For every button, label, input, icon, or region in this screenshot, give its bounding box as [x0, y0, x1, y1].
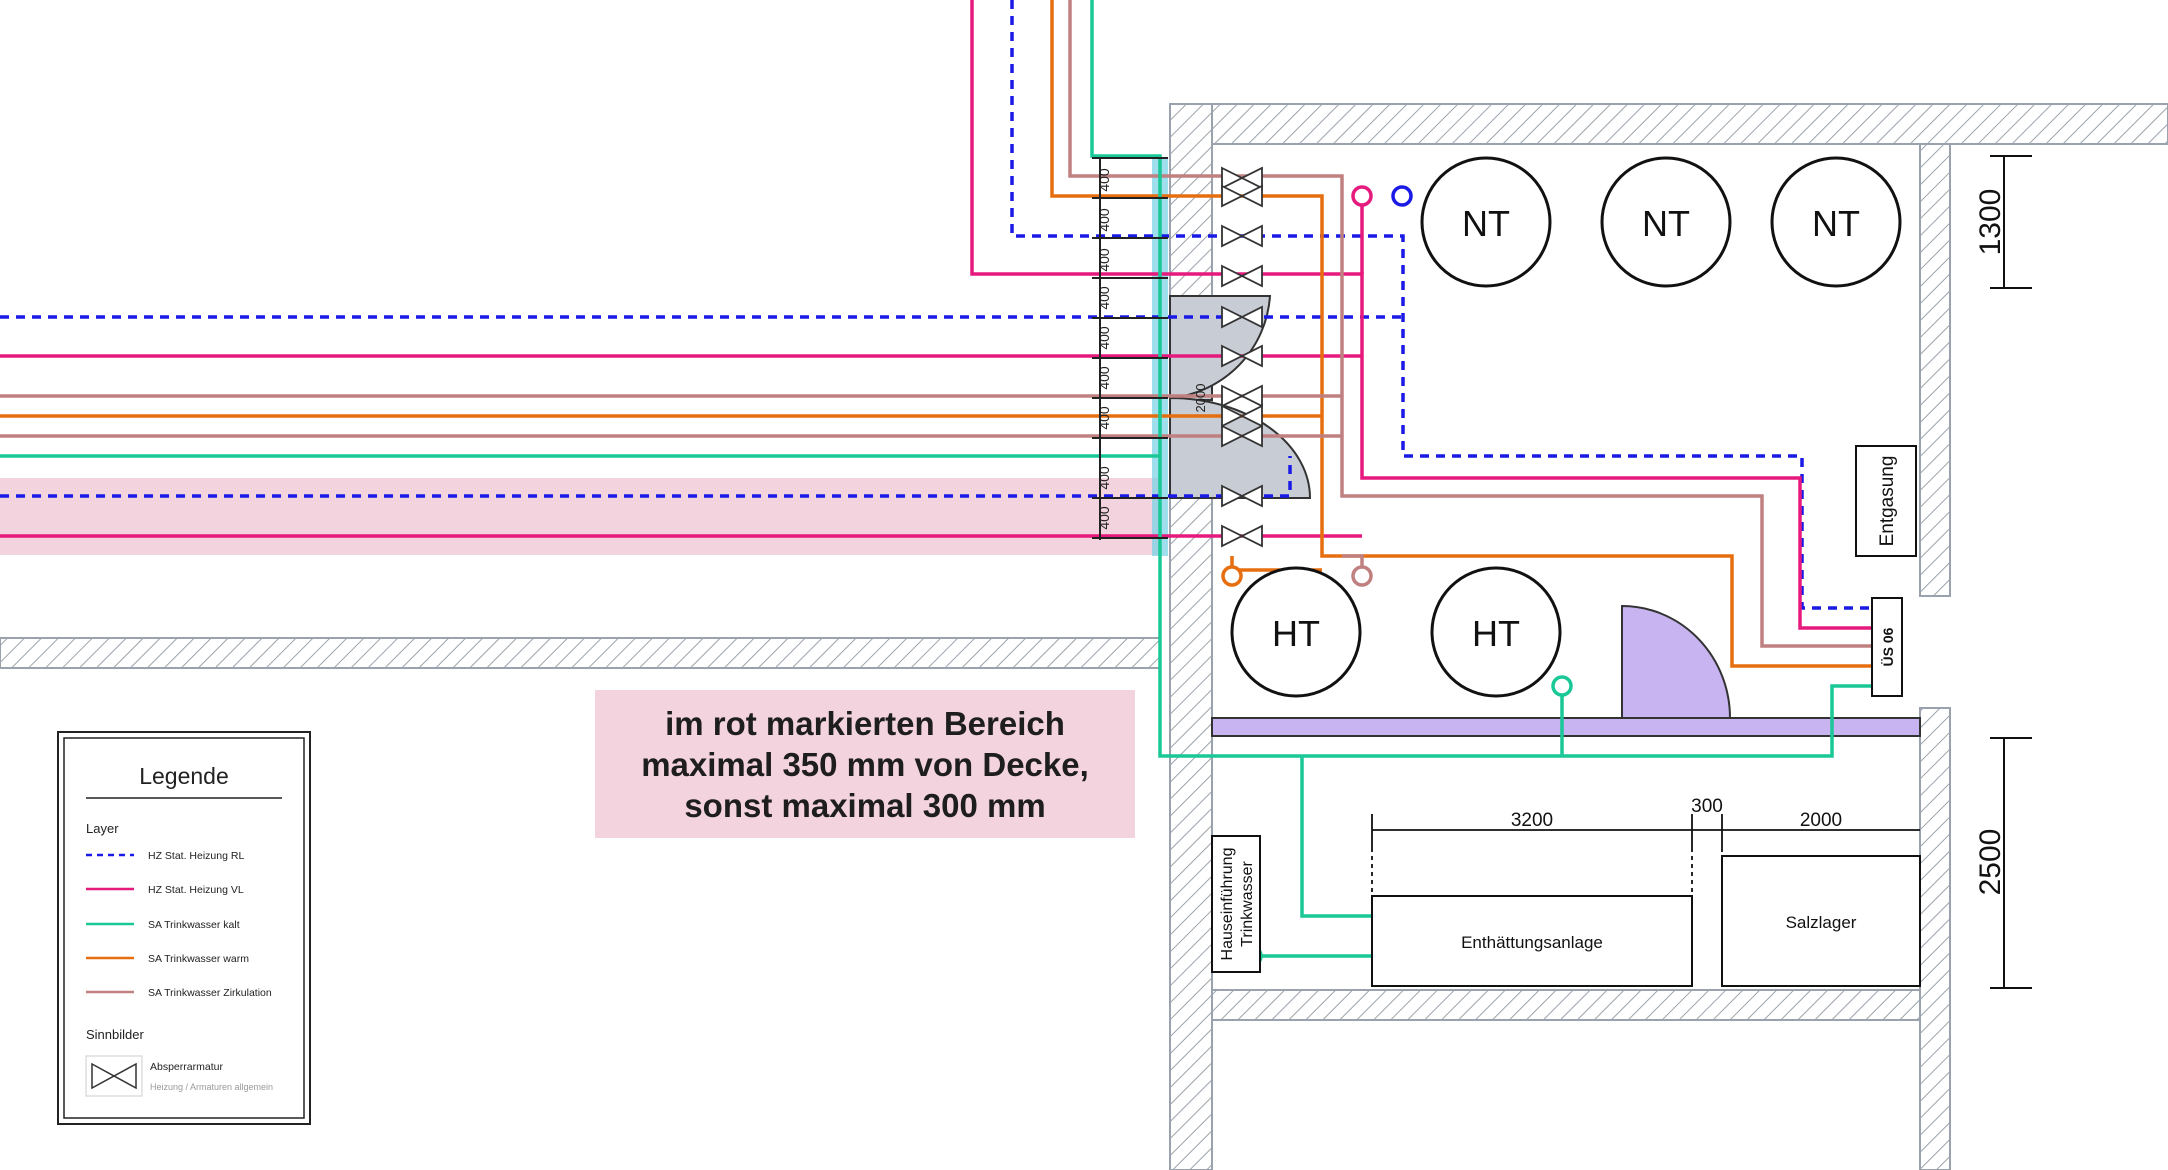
red-marked-zone	[0, 478, 1160, 555]
valve-icon	[1221, 264, 1263, 288]
note-line-2: maximal 350 mm von Decke,	[641, 745, 1089, 783]
spacing-label: 400	[1096, 506, 1112, 530]
valve-icon	[91, 1062, 137, 1090]
tank-label: HT	[1272, 613, 1320, 654]
valve-icon	[1221, 305, 1263, 329]
valve-icon	[1221, 424, 1263, 448]
valve-icon	[1221, 384, 1263, 408]
valve-icon	[1221, 404, 1263, 428]
wall-inner-right-upper	[1919, 143, 1951, 597]
tank-label: NT	[1812, 203, 1860, 244]
dimension-300: 300	[1691, 796, 1723, 817]
valves	[1221, 166, 1263, 548]
spacing-label: 400	[1096, 168, 1112, 192]
valve-icon	[1221, 484, 1263, 508]
enthaertung-box	[1371, 895, 1693, 987]
spacing-label: 400	[1096, 286, 1112, 310]
tank-label: NT	[1462, 203, 1510, 244]
tank-ht	[1230, 566, 1362, 698]
spacing-labels: 400 400 400 400 400 400 400 400 400 2000	[1096, 168, 1208, 530]
valve-icon	[1221, 224, 1263, 248]
pipe-kalt-down	[1300, 756, 1402, 918]
wall-corridor-bottom	[0, 637, 1161, 669]
tank-label: HT	[1472, 613, 1520, 654]
walls	[0, 103, 2168, 1170]
us06-box	[1871, 597, 1903, 697]
tank-nt	[1600, 156, 1732, 288]
legend-symbol-label: Absperrarmatur	[150, 1061, 223, 1073]
legend-label-warm: SA Trinkwasser warm	[148, 953, 249, 965]
pipe-zirk-top	[1068, 0, 1880, 648]
dimension-2500: 2500	[1974, 829, 2007, 896]
wall-lower-room-bottom	[1211, 989, 1921, 1021]
legend-label-vl: HZ Stat. Heizung VL	[148, 884, 244, 896]
salzlager-box	[1721, 855, 1921, 987]
pipe-kalt-top	[1090, 0, 1880, 758]
spacing-label: 400	[1096, 406, 1112, 430]
salzlager-label: Salzlager	[1786, 913, 1857, 932]
spacing-label: 400	[1096, 248, 1112, 272]
tank-nt	[1770, 156, 1902, 288]
end-zirk	[1351, 565, 1373, 587]
legend-symbols-heading: Sinnbilder	[86, 1027, 144, 1042]
spacing-label: 400	[1096, 208, 1112, 232]
valve-icon	[1221, 344, 1263, 368]
legend-label-rl: HZ Stat. Heizung RL	[148, 850, 244, 862]
valve-icon	[1221, 166, 1263, 190]
wall-room-top	[1169, 103, 2168, 145]
dimension-3200: 3200	[1511, 810, 1553, 831]
entgasung-label: Entgasung	[1877, 456, 1898, 547]
legend-label-kalt: SA Trinkwasser kalt	[148, 919, 240, 931]
door-width-label: 2000	[1193, 384, 1208, 413]
end-vl	[1351, 185, 1373, 207]
tank-nt	[1420, 156, 1552, 288]
legend: Legende Layer HZ Stat. Heizung RL HZ Sta…	[57, 731, 311, 1125]
dimension-chain-horizontal	[1371, 814, 1920, 896]
dimension-vertical	[1990, 155, 2032, 989]
double-door	[1169, 295, 1312, 499]
tank-labels: NT NT NT HT HT	[1272, 203, 1860, 654]
legend-frame-inner	[63, 737, 305, 1119]
spacing-label: 400	[1096, 466, 1112, 490]
legend-title: Legende	[139, 763, 229, 789]
tank-ht	[1430, 566, 1562, 698]
enthaertung-label: Enthättungsanlage	[1461, 933, 1603, 952]
spacing-label: 400	[1096, 366, 1112, 390]
valve-icon	[1221, 524, 1263, 548]
us06-label: ÜS 06	[1880, 627, 1896, 666]
hauseinfuehrung-label-2: Trinkwasser	[1239, 861, 1256, 947]
spacing-label: 400	[1096, 326, 1112, 350]
hauseinfuehrung-box	[1211, 835, 1261, 973]
pipes	[0, 0, 1880, 958]
pipe-rl-horizontal-2	[0, 456, 1292, 498]
tank-label: NT	[1642, 203, 1690, 244]
end-rl	[1391, 185, 1413, 207]
end-kalt-ht	[1551, 675, 1573, 697]
pipe-rl-top	[1010, 0, 1880, 610]
dimension-1300: 1300	[1974, 189, 2007, 256]
door-purple	[1621, 604, 1732, 719]
legend-layer-heading: Layer	[86, 821, 119, 836]
note-line-3: sonst maximal 300 mm	[684, 786, 1046, 824]
wall-room-left	[1169, 103, 1213, 1170]
valve-icon	[1221, 184, 1263, 208]
purple-partition	[1211, 717, 1921, 737]
end-warm	[1221, 565, 1243, 587]
legend-label-zirk: SA Trinkwasser Zirkulation	[148, 987, 272, 999]
wall-inner-right-lower	[1919, 707, 1951, 1170]
pipe-vl-top	[970, 0, 1880, 630]
height-limit-note: im rot markierten Bereich maximal 350 mm…	[595, 690, 1135, 838]
hauseinfuehrung-label-1: Hauseinführung	[1219, 848, 1236, 961]
entgasung-box	[1855, 445, 1917, 557]
note-line-1: im rot markierten Bereich	[665, 704, 1065, 742]
legend-symbol-sublabel: Heizung / Armaturen allgemein	[150, 1082, 273, 1092]
dimension-2000: 2000	[1800, 810, 1842, 831]
pipe-warm-top	[1050, 0, 1880, 668]
tanks	[1230, 156, 1902, 698]
spacing-dimensions	[1092, 157, 1168, 540]
